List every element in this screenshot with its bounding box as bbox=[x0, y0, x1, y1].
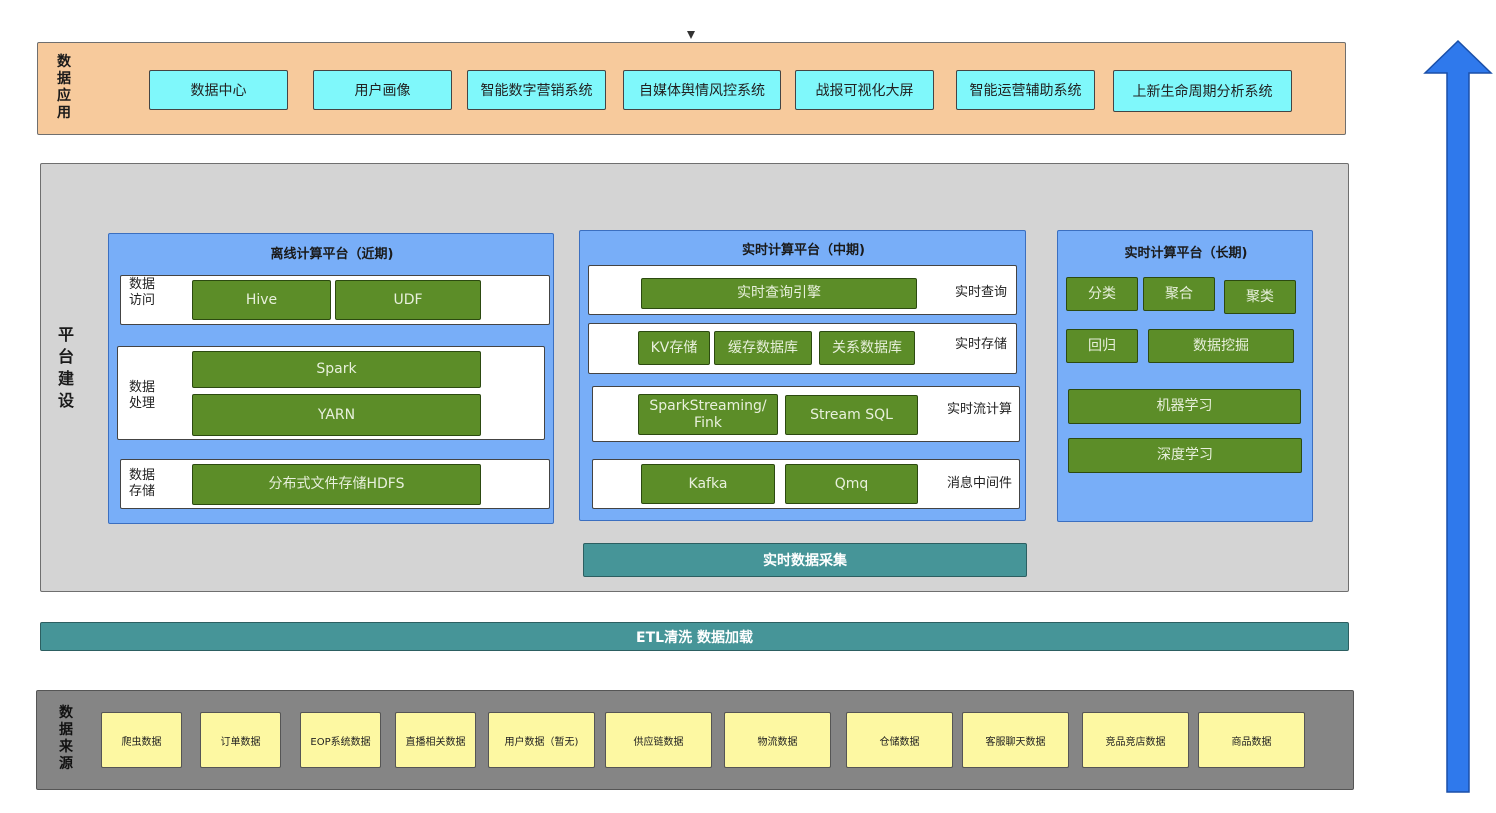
app-item-smart-marketing[interactable]: 智能数字营销系统 bbox=[467, 70, 606, 110]
source-user-data[interactable]: 用户数据（暂无) bbox=[488, 712, 595, 768]
data-application-layer: 数 据 应 用 数据中心 用户画像 智能数字营销系统 自媒体舆情风控系统 战报可… bbox=[37, 42, 1346, 135]
source-order-data[interactable]: 订单数据 bbox=[200, 712, 281, 768]
source-label-char: 源 bbox=[59, 756, 73, 772]
offline-platform-panel: 离线计算平台（近期) 数据 访问 Hive UDF 数据 处理 Spark YA… bbox=[108, 233, 554, 524]
app-item-media-risk-control[interactable]: 自媒体舆情风控系统 bbox=[623, 70, 781, 110]
app-label-char: 数 bbox=[57, 54, 71, 70]
qmq-box[interactable]: Qmq bbox=[785, 464, 918, 504]
app-item-data-center[interactable]: 数据中心 bbox=[149, 70, 288, 110]
app-label-char: 据 bbox=[57, 71, 71, 87]
aggregation-box[interactable]: 聚合 bbox=[1143, 277, 1215, 311]
data-access-row: 数据 访问 Hive UDF bbox=[120, 275, 550, 325]
hdfs-box[interactable]: 分布式文件存储HDFS bbox=[192, 464, 481, 505]
top-marker-icon bbox=[687, 31, 695, 39]
app-item-new-product-lifecycle[interactable]: 上新生命周期分析系统 bbox=[1113, 70, 1292, 112]
udf-box[interactable]: UDF bbox=[335, 280, 481, 320]
platform-label-char: 平 bbox=[57, 325, 74, 344]
message-middleware-row: Kafka Qmq 消息中间件 bbox=[592, 459, 1020, 509]
source-label-char: 据 bbox=[59, 722, 73, 738]
source-crawler-data[interactable]: 爬虫数据 bbox=[101, 712, 182, 768]
realtime-data-collection-bar[interactable]: 实时数据采集 bbox=[583, 543, 1027, 577]
realtime-query-label: 实时查询 bbox=[955, 285, 1008, 300]
realtime-long-platform-panel: 实时计算平台（长期) 分类 聚合 聚类 回归 数据挖掘 机器学习 深度学习 bbox=[1057, 230, 1313, 522]
source-logistics-data[interactable]: 物流数据 bbox=[724, 712, 831, 768]
platform-label-char: 建 bbox=[57, 369, 74, 388]
app-layer-label: 数 据 应 用 bbox=[55, 54, 73, 122]
kafka-box[interactable]: Kafka bbox=[641, 464, 775, 504]
realtime-long-title: 实时计算平台（长期) bbox=[1124, 245, 1248, 261]
clustering-box[interactable]: 聚类 bbox=[1224, 280, 1296, 314]
upward-arrow-icon bbox=[1423, 39, 1493, 793]
data-storage-row: 数据 存储 分布式文件存储HDFS bbox=[120, 459, 550, 509]
platform-construction-layer: 平 台 建 设 离线计算平台（近期) 数据 访问 Hive UDF 数据 处理 … bbox=[40, 163, 1349, 592]
data-processing-row: 数据 处理 Spark YARN bbox=[117, 346, 545, 440]
spark-box[interactable]: Spark bbox=[192, 351, 481, 388]
app-item-smart-operations[interactable]: 智能运营辅助系统 bbox=[956, 70, 1095, 110]
cache-database-box[interactable]: 缓存数据库 bbox=[714, 331, 812, 365]
machine-learning-box[interactable]: 机器学习 bbox=[1068, 389, 1301, 424]
regression-box[interactable]: 回归 bbox=[1066, 329, 1138, 363]
platform-label-char: 设 bbox=[57, 391, 74, 410]
realtime-query-engine-box[interactable]: 实时查询引擎 bbox=[641, 278, 917, 309]
source-product-data[interactable]: 商品数据 bbox=[1198, 712, 1305, 768]
classification-box[interactable]: 分类 bbox=[1066, 277, 1138, 311]
stream-sql-box[interactable]: Stream SQL bbox=[785, 395, 918, 435]
source-layer-label: 数 据 来 源 bbox=[57, 705, 75, 773]
data-storage-label: 数据 存储 bbox=[129, 468, 156, 499]
app-label-char: 应 bbox=[57, 88, 71, 104]
data-processing-label: 数据 处理 bbox=[129, 380, 156, 411]
realtime-mid-title: 实时计算平台（中期) bbox=[742, 242, 865, 258]
hive-box[interactable]: Hive bbox=[192, 280, 331, 320]
realtime-query-row: 实时查询引擎 实时查询 bbox=[588, 265, 1017, 315]
yarn-box[interactable]: YARN bbox=[192, 394, 481, 436]
spark-streaming-flink-box[interactable]: SparkStreaming/ Fink bbox=[638, 394, 778, 435]
offline-platform-title: 离线计算平台（近期) bbox=[270, 246, 394, 262]
data-access-label: 数据 访问 bbox=[129, 277, 156, 308]
realtime-stream-label: 实时流计算 bbox=[947, 402, 1013, 417]
data-source-layer: 数 据 来 源 爬虫数据 订单数据 EOP系统数据 直播相关数据 用户数据（暂无… bbox=[36, 690, 1354, 790]
realtime-stream-row: SparkStreaming/ Fink Stream SQL 实时流计算 bbox=[592, 386, 1020, 442]
realtime-mid-platform-panel: 实时计算平台（中期) 实时查询引擎 实时查询 KV存储 缓存数据库 关系数据库 … bbox=[579, 230, 1026, 521]
relational-database-box[interactable]: 关系数据库 bbox=[819, 331, 915, 365]
realtime-storage-label: 实时存储 bbox=[955, 337, 1008, 352]
message-middleware-label: 消息中间件 bbox=[947, 476, 1013, 491]
app-item-user-profile[interactable]: 用户画像 bbox=[313, 70, 452, 110]
kv-storage-box[interactable]: KV存储 bbox=[638, 331, 710, 365]
etl-bar[interactable]: ETL清洗 数据加载 bbox=[40, 622, 1349, 651]
source-eop-system-data[interactable]: EOP系统数据 bbox=[300, 712, 381, 768]
deep-learning-box[interactable]: 深度学习 bbox=[1068, 438, 1302, 473]
upward-arrow-shape bbox=[1423, 39, 1493, 793]
platform-layer-label: 平 台 建 设 bbox=[57, 324, 75, 412]
app-label-char: 用 bbox=[57, 105, 71, 121]
source-label-char: 来 bbox=[59, 739, 73, 755]
realtime-storage-row: KV存储 缓存数据库 关系数据库 实时存储 bbox=[588, 323, 1017, 374]
source-label-char: 数 bbox=[59, 705, 73, 721]
source-customer-chat-data[interactable]: 客服聊天数据 bbox=[962, 712, 1069, 768]
source-live-stream-data[interactable]: 直播相关数据 bbox=[395, 712, 476, 768]
source-competitor-data[interactable]: 竞品竞店数据 bbox=[1082, 712, 1189, 768]
source-supply-chain-data[interactable]: 供应链数据 bbox=[605, 712, 712, 768]
platform-label-char: 台 bbox=[57, 347, 74, 366]
app-item-report-dashboard[interactable]: 战报可视化大屏 bbox=[795, 70, 934, 110]
data-mining-box[interactable]: 数据挖掘 bbox=[1148, 329, 1294, 363]
source-warehouse-data[interactable]: 仓储数据 bbox=[846, 712, 953, 768]
